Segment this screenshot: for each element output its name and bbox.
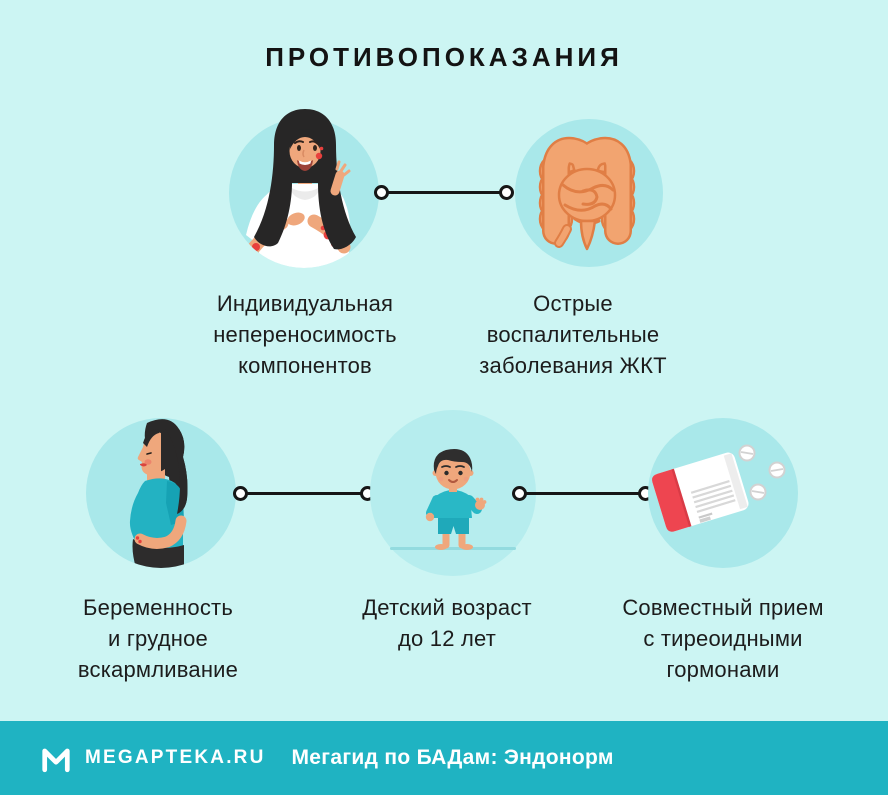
spilled-pill-box-illustration (648, 418, 798, 568)
footer-tagline: Мегагид по БАДам: Эндонорм (291, 746, 614, 769)
item-caption-gi: Острые воспалительные заболевания ЖКТ (412, 288, 734, 381)
connector-dot (499, 185, 514, 200)
item-caption-allergy: Индивидуальная непереносимость компонент… (144, 288, 466, 381)
intestines-illustration (515, 119, 663, 267)
caption-line: с тиреоидными (643, 626, 803, 651)
caption-line: компонентов (238, 353, 372, 378)
caption-line: до 12 лет (398, 626, 496, 651)
caption-line: непереносимость (213, 322, 397, 347)
item-caption-children: Детский возраст до 12 лет (286, 592, 608, 654)
connector-bar (387, 191, 501, 194)
caption-line: Острые (533, 291, 613, 316)
caption-line: Детский возраст (362, 595, 532, 620)
connector-line (512, 486, 653, 501)
footer-brand: MEGAPTEKA.RU (85, 747, 266, 768)
megapteka-m-logo-icon (42, 748, 70, 772)
caption-line: воспалительные (486, 322, 660, 347)
connector-bar (246, 492, 362, 495)
pregnant-woman-illustration (86, 418, 236, 568)
connector-line (233, 486, 375, 501)
item-caption-pregnancy: Беременность и грудное вскармливание (0, 592, 319, 685)
child-illustration (370, 410, 536, 576)
footer-bar: MEGAPTEKA.RU Мегагид по БАДам: Эндонорм (0, 721, 888, 795)
caption-line: Беременность (83, 595, 233, 620)
item-caption-thyroid: Совместный прием с тиреоидными гормонами (562, 592, 884, 685)
caption-line: Совместный прием (622, 595, 824, 620)
caption-line: заболевания ЖКТ (479, 353, 667, 378)
caption-line: вскармливание (77, 657, 239, 682)
caption-line: Индивидуальная (216, 291, 394, 316)
caption-line: гормонами (666, 657, 780, 682)
allergic-reaction-woman-illustration (229, 109, 379, 268)
connector-bar (525, 492, 640, 495)
caption-line: и грудное (108, 626, 208, 651)
connector-line (374, 185, 514, 200)
page-title: ПРОТИВОПОКАЗАНИЯ (265, 42, 623, 72)
